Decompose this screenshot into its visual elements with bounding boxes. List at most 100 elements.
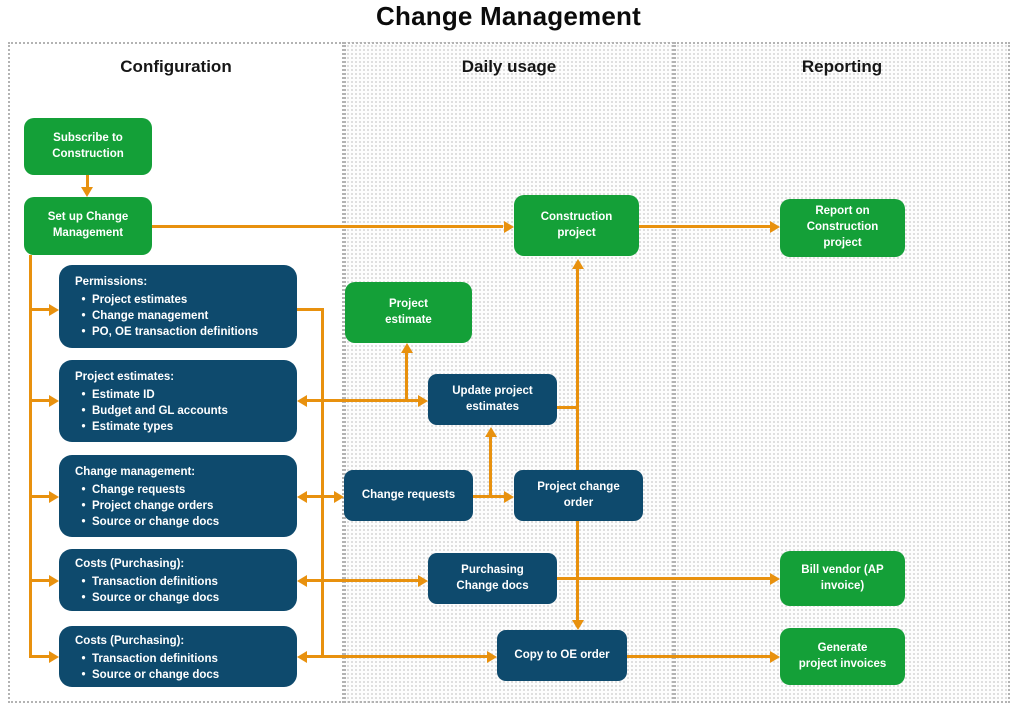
arrowhead [401,343,413,353]
listbox-costs-purchasing-2: Costs (Purchasing): Transaction definiti… [59,626,297,687]
connector-update-right-tee [557,406,578,409]
branch-to-costs-2 [29,655,49,658]
node-copy-to-oe-order: Copy to OE order [497,630,627,681]
listbox-costs-purchasing-1: Costs (Purchasing): Transaction definiti… [59,549,297,611]
listbox-item: Source or change docs [92,516,220,528]
arrow-costs1-purchasing [307,579,418,582]
arrow-costs2-copy-oe [307,655,487,658]
listbox-title: Change management: [75,466,196,478]
listbox-item: Budget and GL accounts [92,405,228,417]
arrow-purchasing-to-billvendor [557,577,771,580]
listbox-item: Project estimates [92,294,188,306]
bullet-icon [75,574,92,590]
bullet-icon [75,667,92,683]
bullet-icon [75,324,92,340]
arrowhead [297,395,307,407]
bullet-icon [75,387,92,403]
branch-to-project-estimates [29,399,49,402]
bullet-icon [75,498,92,514]
arrowhead [485,427,497,437]
arrowhead [49,651,59,663]
arrow-update-to-project-estimate [405,353,408,400]
arrowhead [49,395,59,407]
bullet-icon [75,308,92,324]
bullet-icon [75,514,92,530]
listbox-title: Permissions: [75,276,148,288]
bullet-icon [75,419,92,435]
listbox-permissions: Permissions: Project estimates Change ma… [59,265,297,348]
node-update-project-estimates: Update project estimates [428,374,557,425]
listbox-item: Transaction definitions [92,576,218,588]
trunk-permissions-down [321,308,324,657]
bullet-icon [75,590,92,606]
arrowhead [418,575,428,587]
node-project-estimate: Project estimate [345,282,472,343]
arrow-pco-to-construction [576,269,579,470]
bullet-icon [75,292,92,308]
listbox-title: Project estimates: [75,371,175,383]
node-construction-project: Construction project [514,195,639,256]
node-purchasing-change-docs: Purchasing Change docs [428,553,557,604]
arrowhead [49,491,59,503]
node-project-change-order: Project change order [514,470,643,521]
listbox-item: Estimate types [92,421,174,433]
arrowhead [504,491,514,503]
listbox-item: Project change orders [92,500,214,512]
listbox-item: Transaction definitions [92,653,218,665]
arrow-copy-to-generate-invoices [627,655,771,658]
listbox-item: PO, OE transaction definitions [92,326,259,338]
listbox-item: Change management [92,310,209,322]
arrowhead [770,573,780,585]
arrow-projestimates-update [307,399,418,402]
column-header-daily-usage: Daily usage [461,57,557,76]
arrowhead [81,187,93,197]
arrowhead [770,221,780,233]
listbox-title: Costs (Purchasing): [75,558,185,570]
node-bill-vendor-ap-invoice: Bill vendor (AP invoice) [780,551,905,606]
arrowhead [572,620,584,630]
column-header-configuration: Configuration [120,57,232,76]
arrowhead [418,395,428,407]
arrow-setup-to-construction-project [152,225,503,228]
arrow-changerequests-to-pco [473,495,504,498]
bullet-icon [75,482,92,498]
arrowhead [770,651,780,663]
node-report-on-construction-project: Report on Construction project [780,199,905,257]
arrow-to-update-estimates-bottom [489,437,492,496]
arrow-pco-to-copy-oe [576,521,579,620]
listbox-title: Costs (Purchasing): [75,635,185,647]
listbox-item: Source or change docs [92,669,220,681]
node-subscribe-construction: Subscribe to Construction [24,118,152,175]
trunk-setup-to-config-boxes [29,255,32,657]
listbox-item: Source or change docs [92,592,220,604]
column-header-reporting: Reporting [801,57,883,76]
arrowhead [504,221,514,233]
branch-to-costs-1 [29,579,49,582]
bullet-icon [75,403,92,419]
arrowhead [297,491,307,503]
arrowhead [49,304,59,316]
branch-to-change-management [29,495,49,498]
node-change-requests: Change requests [344,470,473,521]
branch-to-permissions [29,308,49,311]
arrowhead [297,575,307,587]
arrowhead [487,651,497,663]
arrowhead [297,651,307,663]
bullet-icon [75,651,92,667]
node-set-up-change-management: Set up Change Management [24,197,152,255]
arrowhead [49,575,59,587]
listbox-item: Estimate ID [92,389,155,401]
connector-permissions-right [297,308,322,311]
listbox-project-estimates: Project estimates: Estimate ID Budget an… [59,360,297,442]
diagram-title: Change Management [376,1,641,31]
listbox-change-management: Change management: Change requests Proje… [59,455,297,537]
arrow-subscribe-to-setup [86,175,89,187]
listbox-item: Change requests [92,484,186,496]
arrowhead [334,491,344,503]
arrow-changemgmt-changerequests [307,495,334,498]
column-daily-usage: Daily usage [344,42,674,703]
node-generate-project-invoices: Generate project invoices [780,628,905,685]
arrowhead [572,259,584,269]
column-reporting: Reporting [674,42,1010,703]
